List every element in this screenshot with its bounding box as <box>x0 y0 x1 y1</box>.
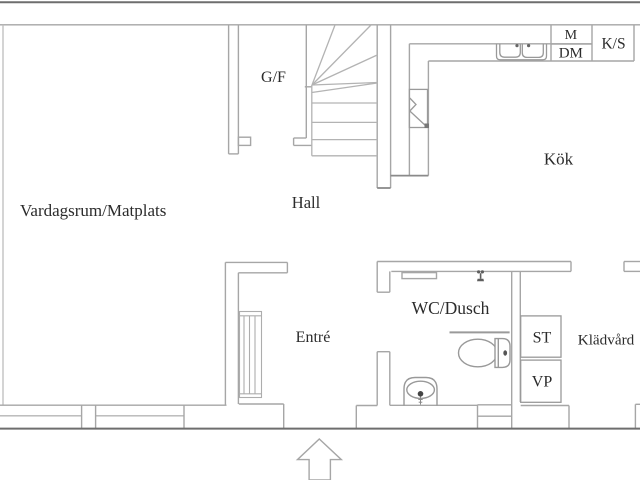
svg-text:Klädvård: Klädvård <box>578 331 635 348</box>
svg-text:Kök: Kök <box>544 149 574 168</box>
svg-text:Vardagsrum/Matplats: Vardagsrum/Matplats <box>20 201 166 220</box>
svg-text:WC/Dusch: WC/Dusch <box>412 298 490 318</box>
svg-text:Hall: Hall <box>292 193 321 212</box>
svg-text:G/F: G/F <box>261 69 286 86</box>
svg-text:Entré: Entré <box>296 329 331 346</box>
svg-text:DM: DM <box>559 45 583 61</box>
svg-text:VP: VP <box>532 373 553 390</box>
svg-text:M: M <box>565 28 578 43</box>
svg-text:ST: ST <box>533 330 552 347</box>
svg-text:K/S: K/S <box>601 35 625 52</box>
